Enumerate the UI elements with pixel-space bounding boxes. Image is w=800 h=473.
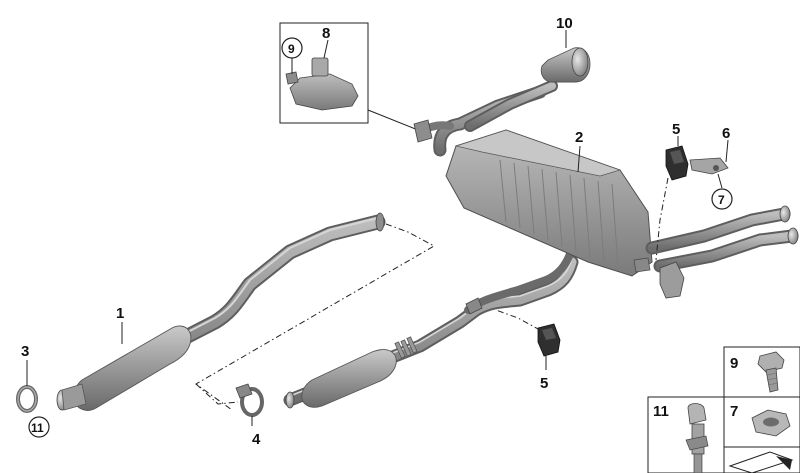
callout-part-9: 9 [288,42,295,56]
assembly-dash-line-2 [195,383,239,405]
callout-part-2: 2 [575,129,583,146]
callout-part-7: 7 [718,193,725,207]
catalyst-body [301,349,397,408]
callout-part-10: 10 [556,15,573,32]
sensor-connector [311,57,329,77]
callout-circle-11 [28,416,50,438]
legend-label-11: 11 [653,403,669,420]
parts-legend: 9 7 11 [647,346,800,473]
callout-part-5-lower: 5 [540,375,548,392]
callout-part-1: 1 [116,305,124,322]
callout-part-8: 8 [322,25,330,42]
bolt-icon [757,351,785,393]
callout-circle-9 [281,37,303,59]
sensor-inset [279,22,419,131]
assembly-dash-line-1 [195,223,436,411]
clip-icon [685,403,709,473]
rubber-mount-upper [655,136,689,261]
callout-part-6: 6 [722,125,730,142]
callout-part-4: 4 [252,431,261,448]
callout-part-5-upper: 5 [672,121,680,138]
sensor-leader [367,109,419,131]
rear-muffler-assembly [413,80,799,299]
front-silencer-can [73,325,192,411]
tailpipe-tip-part-10 [540,30,591,83]
callout-part-3: 3 [21,343,29,360]
callout-circle-7 [711,188,733,210]
clamp-part-4 [235,383,264,426]
sensor-body [289,73,359,111]
flap-actuator [659,261,685,299]
clamp-part-3 [16,360,38,413]
center-pipe-assembly [283,250,579,409]
legend-label-9: 9 [730,355,738,372]
bracket-part-6 [689,139,729,189]
legend-cell-11 [647,396,725,473]
callout-part-11: 11 [31,421,44,435]
legend-label-7: 7 [730,403,738,420]
front-silencer-assembly [56,212,386,411]
nut-icon [751,409,791,437]
sensor-nut [285,71,299,85]
rubber-mount-lower [495,309,561,370]
